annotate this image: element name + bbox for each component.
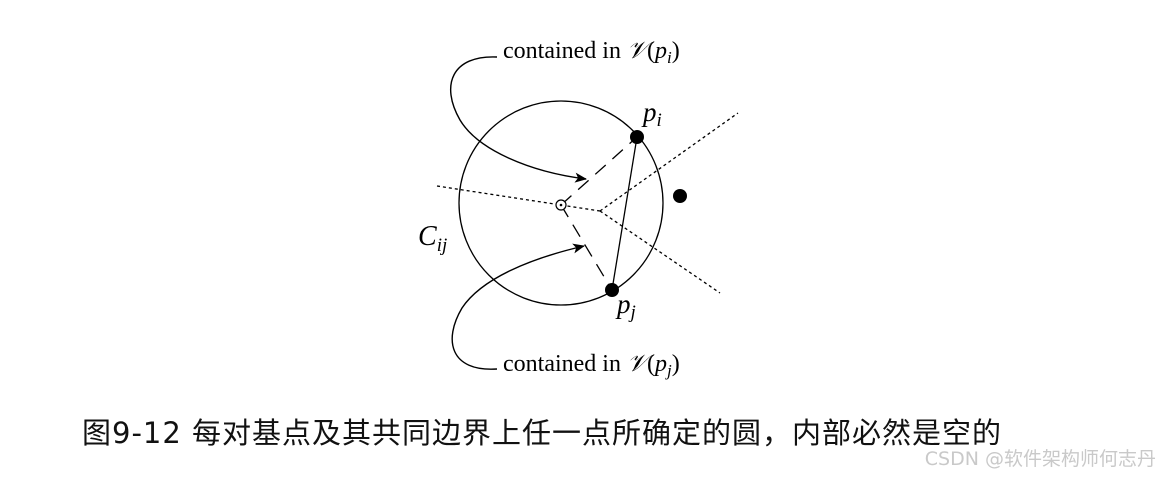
top-annotation-text: contained in [503, 38, 627, 64]
label-pj-sub: j [628, 302, 636, 323]
label-cij: Cij [418, 221, 447, 256]
top-annotation-sub: i [667, 48, 672, 67]
label-cij-sub: ij [437, 235, 448, 256]
site-other [673, 189, 687, 203]
arrow-top [450, 56, 587, 183]
voronoi-edge-lower-right [599, 210, 721, 294]
bottom-annotation-close: ) [672, 351, 680, 377]
voronoi-edge-upper-right [599, 112, 739, 212]
top-annotation-open: ( [647, 38, 655, 64]
watermark: CSDN @软件架构师何志丹 [924, 448, 1156, 470]
arrow-bottom [451, 243, 585, 370]
voronoi-edge-left [436, 185, 601, 212]
bottom-annotation-text: contained in [503, 351, 627, 377]
label-pi-var: p [641, 97, 657, 127]
site-pi [630, 130, 644, 144]
dashed-radius-pi [560, 136, 638, 206]
segment-pi-pj [611, 136, 638, 291]
label-pj: pj [615, 289, 636, 323]
top-annotation-close: ) [672, 38, 680, 64]
bottom-annotation-open: ( [647, 351, 655, 377]
label-cij-var: C [418, 221, 437, 252]
label-pi: pi [641, 97, 662, 131]
top-annotation: contained in 𝒱(pi) [503, 38, 680, 67]
circle-center-dot [559, 203, 563, 207]
bottom-annotation: contained in 𝒱(pj) [503, 351, 680, 380]
figure-caption: 图9-12 每对基点及其共同边界上任一点所确定的圆，内部必然是空的 [82, 416, 1003, 450]
label-pi-sub: i [657, 110, 662, 131]
bottom-annotation-sub: j [665, 361, 672, 380]
top-annotation-var: p [653, 38, 667, 64]
empty-circle [458, 100, 664, 306]
bottom-annotation-var: p [653, 351, 667, 377]
dashed-radius-pj [560, 204, 613, 291]
site-pj [605, 283, 619, 297]
label-pj-var: p [615, 289, 631, 319]
